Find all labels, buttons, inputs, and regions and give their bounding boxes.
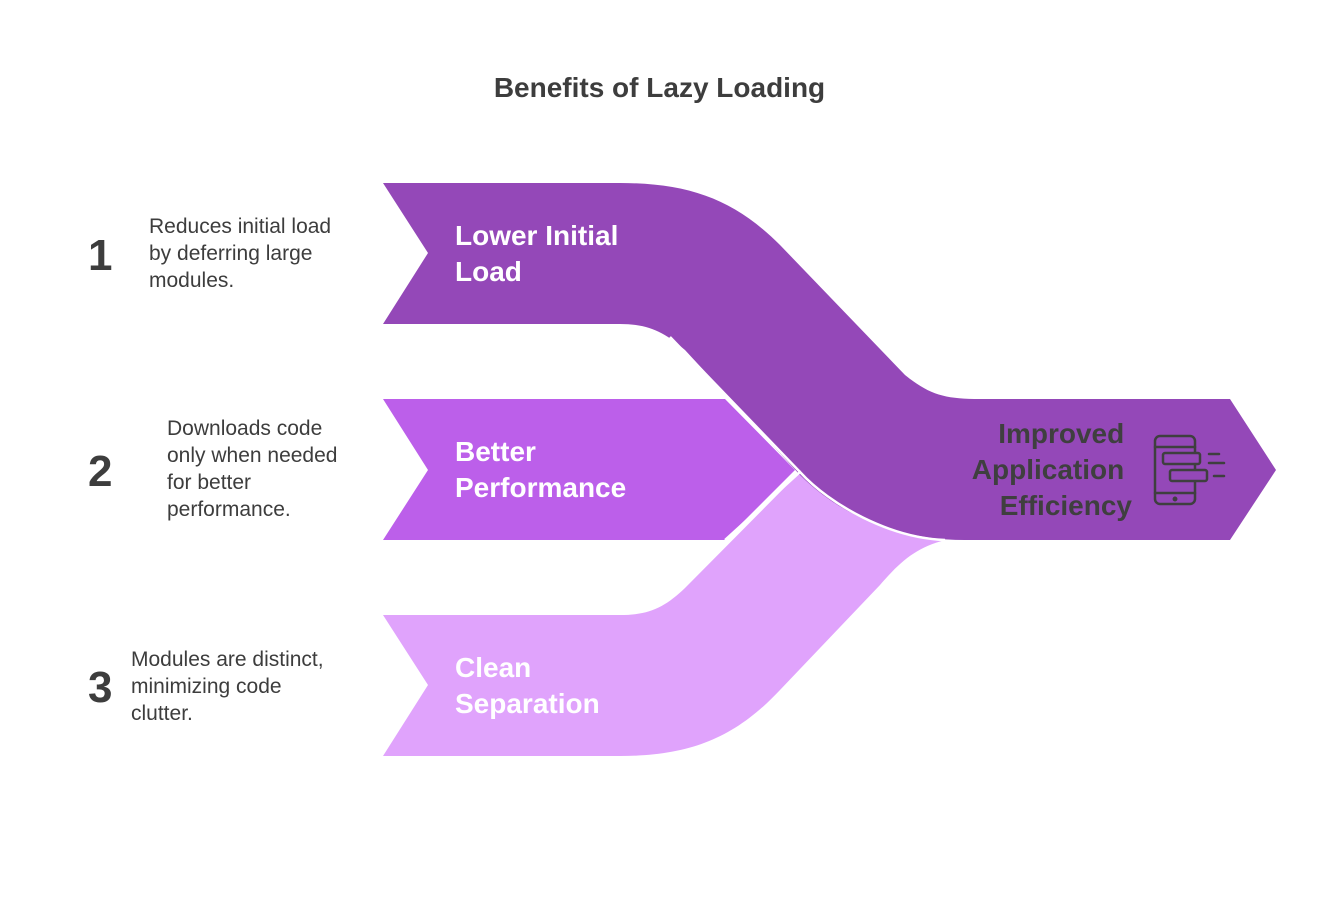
desc-line: modules. bbox=[149, 269, 235, 292]
step-description-3: Modules are distinct, minimizing code cl… bbox=[131, 646, 324, 727]
desc-line: performance. bbox=[167, 498, 291, 521]
band-separator bbox=[669, 336, 801, 473]
desc-line: Modules are distinct, bbox=[131, 648, 324, 671]
result-label: Improved Application Efficiency bbox=[972, 418, 1133, 521]
desc-line: Downloads code bbox=[167, 417, 323, 440]
step-description-1: Reduces initial load by deferring large … bbox=[149, 213, 331, 294]
label-line: Clean bbox=[455, 652, 531, 683]
step-number-1: 1 bbox=[88, 231, 113, 280]
label-line: Application bbox=[972, 454, 1124, 485]
flow-band-better-performance bbox=[383, 399, 795, 540]
label-line: Efficiency bbox=[1000, 490, 1133, 521]
desc-line: only when needed bbox=[167, 444, 338, 467]
mobile-app-icon bbox=[1153, 434, 1226, 506]
label-line: Lower Initial bbox=[455, 220, 618, 251]
band-separator bbox=[724, 470, 946, 542]
flow-band-lower-initial-load bbox=[383, 183, 1276, 540]
desc-line: for better bbox=[167, 471, 252, 494]
label-line: Performance bbox=[455, 472, 626, 503]
desc-line: by deferring large bbox=[149, 242, 313, 265]
desc-line: minimizing code bbox=[131, 675, 282, 698]
label-line: Load bbox=[455, 256, 522, 287]
band-label-lower-initial-load: Lower Initial Load bbox=[455, 220, 626, 287]
desc-line: clutter. bbox=[131, 702, 193, 725]
step-number-2: 2 bbox=[88, 447, 113, 496]
band-label-clean-separation: Clean Separation bbox=[455, 652, 600, 719]
step-number-3: 3 bbox=[88, 663, 113, 712]
band-label-better-performance: Better Performance bbox=[455, 436, 626, 503]
label-line: Better bbox=[455, 436, 536, 467]
step-description-2: Downloads code only when needed for bett… bbox=[167, 415, 337, 523]
label-line: Improved bbox=[998, 418, 1124, 449]
label-line: Separation bbox=[455, 688, 600, 719]
desc-line: Reduces initial load bbox=[149, 215, 332, 238]
diagram-title: Benefits of Lazy Loading bbox=[493, 72, 826, 103]
flow-band-clean-separation bbox=[383, 472, 945, 756]
